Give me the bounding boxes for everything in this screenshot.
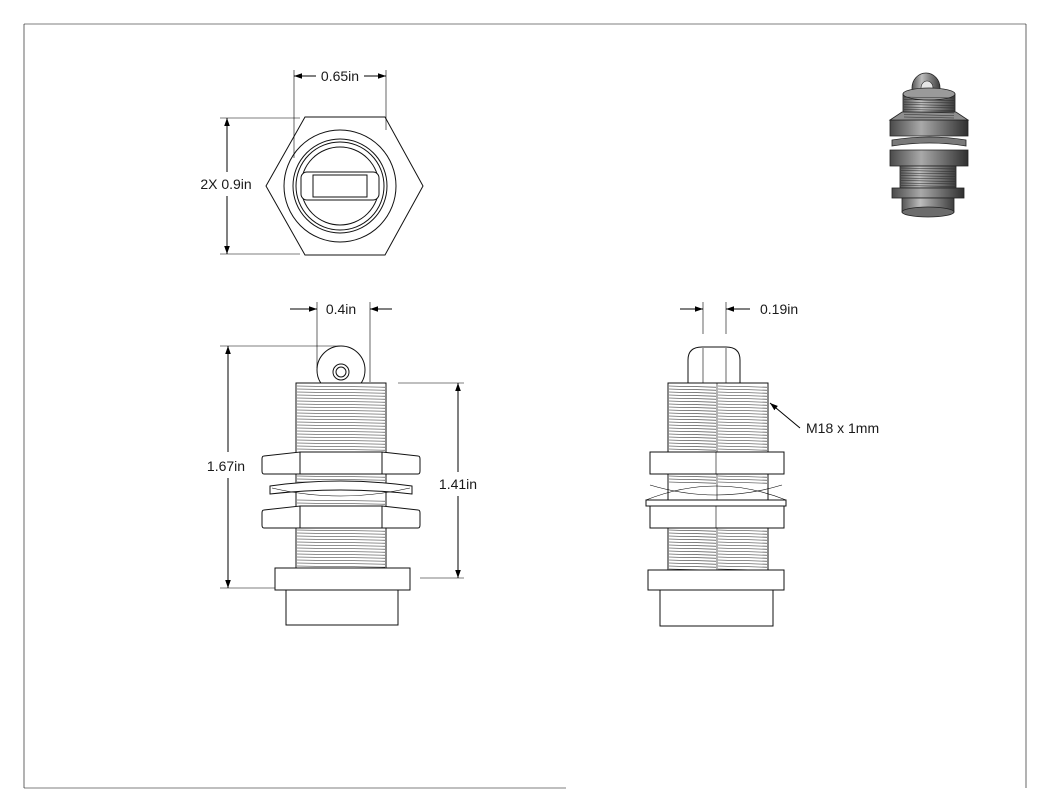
dim-label-top-width: 0.65in (321, 68, 359, 84)
dim-front-body-height: 1.41in (398, 382, 477, 579)
dim-label-side-pin-width: 0.19in (760, 301, 798, 317)
drawing-border (23, 23, 1027, 789)
dim-label-front-body-height: 1.41in (439, 476, 477, 492)
dim-front-pin-width: 0.4in (290, 301, 392, 382)
dim-label-front-total-height: 1.67in (207, 458, 245, 474)
side-view (645, 346, 787, 627)
thread-callout-label: M18 x 1mm (806, 420, 879, 436)
dim-front-total-height: 1.67in (207, 345, 340, 589)
dim-top-height: 2X 0.9in (200, 117, 300, 255)
isometric-view (888, 72, 970, 218)
front-view (261, 345, 421, 626)
dim-top-width: 0.65in (293, 68, 387, 158)
dim-label-top-height: 2X 0.9in (200, 176, 251, 192)
dim-label-front-pin-width: 0.4in (326, 301, 356, 317)
top-view (265, 116, 424, 256)
thread-callout: M18 x 1mm (769, 402, 879, 436)
dim-side-pin-width: 0.19in (680, 301, 798, 334)
